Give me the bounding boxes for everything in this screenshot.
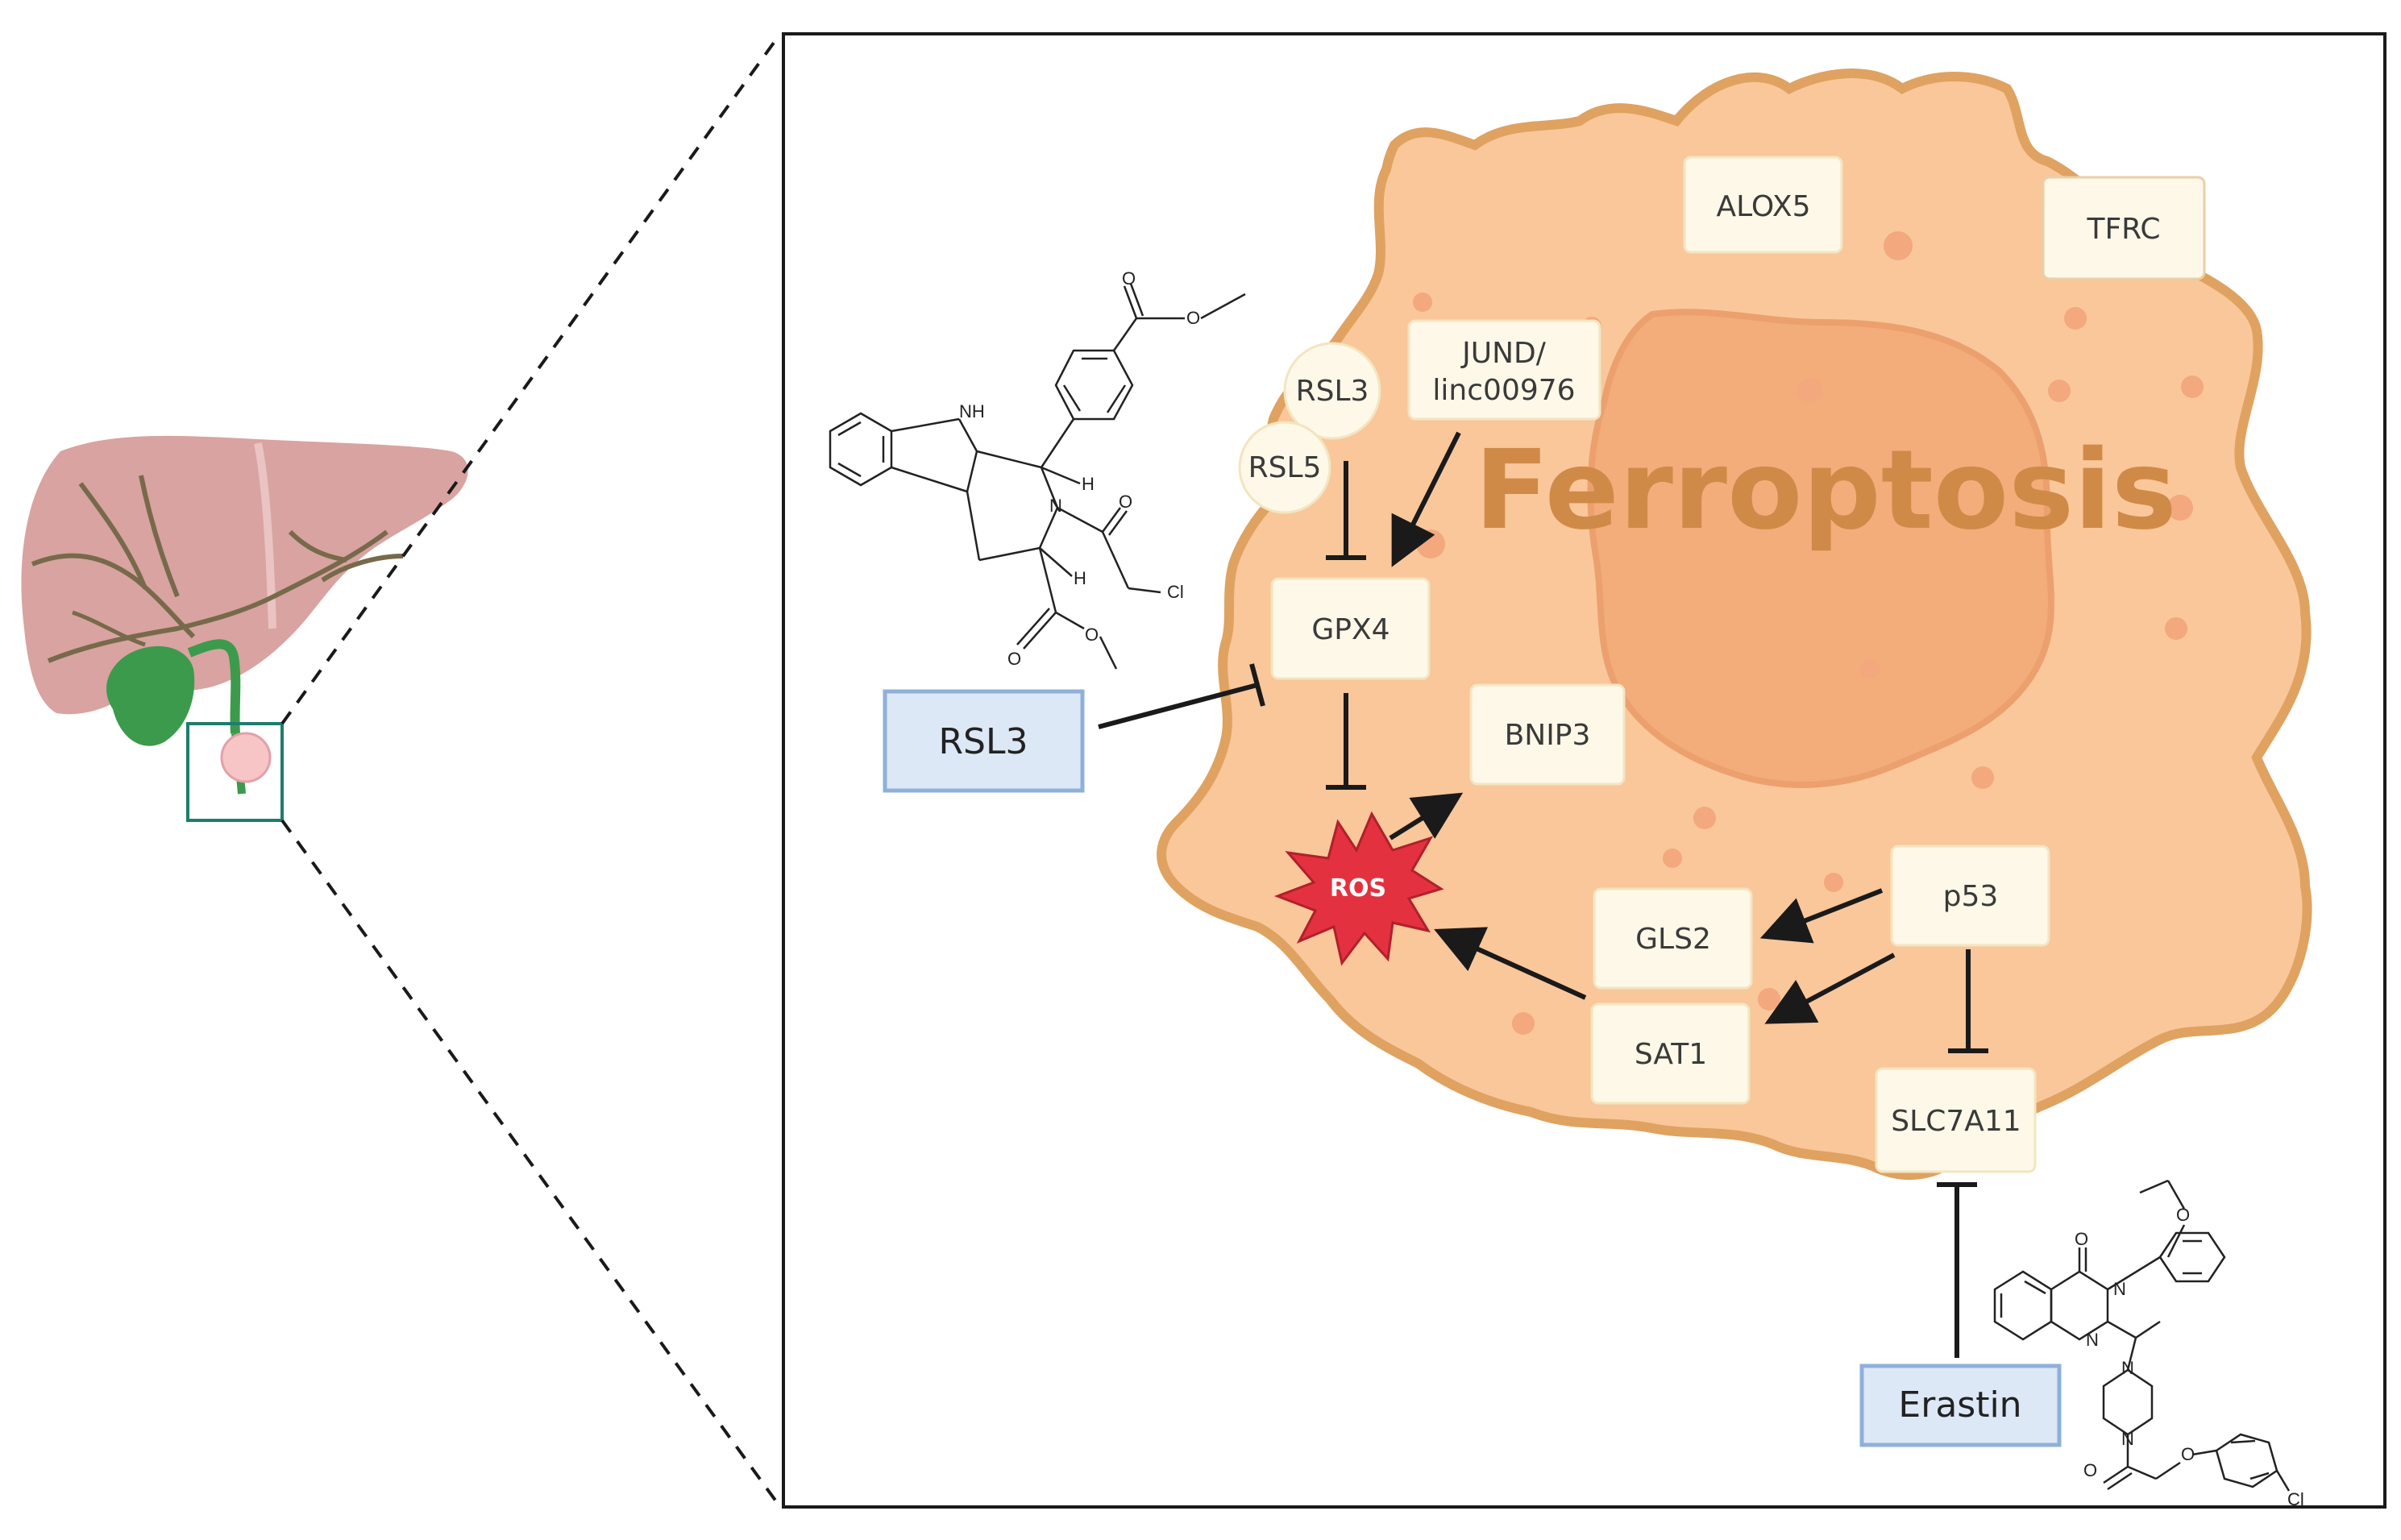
rsl3-atom-o2: O (1186, 308, 1200, 328)
sat1-activates-ros (1434, 927, 1587, 1000)
node-rsl3-circle-label: RSL3 (1296, 375, 1369, 408)
p53-activates-sat1 (1764, 953, 1896, 1024)
erastin-atom-cl: Cl (2287, 1489, 2304, 1509)
node-gls2-label: GLS2 (1635, 923, 1711, 956)
rsl3-atom-cl: Cl (1167, 582, 1184, 602)
node-ros: ROS (1273, 811, 1444, 966)
erastin-atom-o4: O (2181, 1444, 2195, 1464)
node-slc7a11: SLC7A11 (1875, 1067, 2037, 1173)
rsl3-atom-o3: O (1119, 492, 1132, 512)
drug-erastin-label: Erastin (1898, 1384, 2021, 1426)
erastin-atom-n3: N (2121, 1358, 2134, 1378)
node-alox5: ALOX5 (1683, 156, 1843, 254)
drug-rsl3-label: RSL3 (938, 721, 1028, 762)
ros-activates-bnip3 (1389, 792, 1464, 841)
node-rsl3-circle: RSL3 (1283, 342, 1381, 440)
node-p53: p53 (1890, 845, 2050, 947)
node-gpx4-label: GPX4 (1311, 613, 1390, 646)
erastin-atom-n2: N (2086, 1330, 2099, 1350)
tumor (220, 732, 272, 783)
node-rsl5-circle-label: RSL5 (1248, 451, 1322, 484)
node-gls2: GLS2 (1593, 887, 1753, 990)
node-tfrc: TFRC (2042, 176, 2206, 280)
erastin-structure (1993, 1179, 2291, 1492)
node-ros-label: ROS (1330, 874, 1386, 903)
node-sat1-label: SAT1 (1635, 1038, 1707, 1071)
erastin-atom-o1: O (2176, 1205, 2190, 1225)
node-jund-label-1: JUND/ (1460, 337, 1547, 370)
erastin-atom-n4: N (2121, 1429, 2134, 1449)
rsl3-atom-nh: NH (959, 401, 985, 421)
node-gpx4: GPX4 (1270, 577, 1431, 680)
node-p53-label: p53 (1943, 880, 1999, 913)
node-rsl5-circle: RSL5 (1238, 421, 1331, 514)
edges (1098, 431, 1988, 1358)
liver-body (21, 435, 468, 715)
erastin-atom-o3: O (2083, 1460, 2097, 1480)
node-slc7a11-label: SLC7A11 (1891, 1105, 2021, 1138)
zoom-line-top (280, 32, 782, 725)
p53-activates-gls2 (1759, 888, 1884, 944)
rsl3-atom-o4: O (1007, 649, 1021, 669)
tumor-highlight-box (186, 722, 284, 822)
node-tfrc-label: TFRC (2086, 213, 2160, 246)
erastin-atom-o2: O (2075, 1229, 2088, 1249)
gallbladder (106, 645, 195, 746)
rsl3-atom-o1: O (1122, 268, 1136, 288)
drug-rsl3: RSL3 (883, 689, 1085, 793)
rsl3-drug-inhibits-gpx4 (1098, 683, 1258, 729)
node-jund-label-2: linc00976 (1432, 374, 1575, 407)
erastin-atom-n1: N (2113, 1279, 2126, 1299)
node-jund: JUND/ linc00976 (1407, 319, 1601, 421)
rsl3-atom-n: N (1049, 496, 1062, 516)
ros-starburst (1273, 811, 1444, 966)
node-alox5-label: ALOX5 (1717, 190, 1811, 223)
node-bnip3-label: BNIP3 (1505, 719, 1591, 752)
zoom-line-bottom (280, 819, 782, 1509)
cell-title: Ferroptosis (1474, 427, 2177, 554)
rsl3-structure (829, 283, 1246, 670)
drug-erastin: Erastin (1859, 1364, 2062, 1447)
rsl3-atom-o5: O (1085, 625, 1099, 645)
rsl3-atom-h1: H (1082, 474, 1095, 494)
node-sat1: SAT1 (1590, 1002, 1751, 1105)
nucleus (1587, 309, 2054, 788)
jund-activates-gpx4 (1391, 431, 1461, 567)
node-bnip3: BNIP3 (1469, 683, 1626, 786)
rsl3-atom-h2: H (1074, 568, 1086, 588)
